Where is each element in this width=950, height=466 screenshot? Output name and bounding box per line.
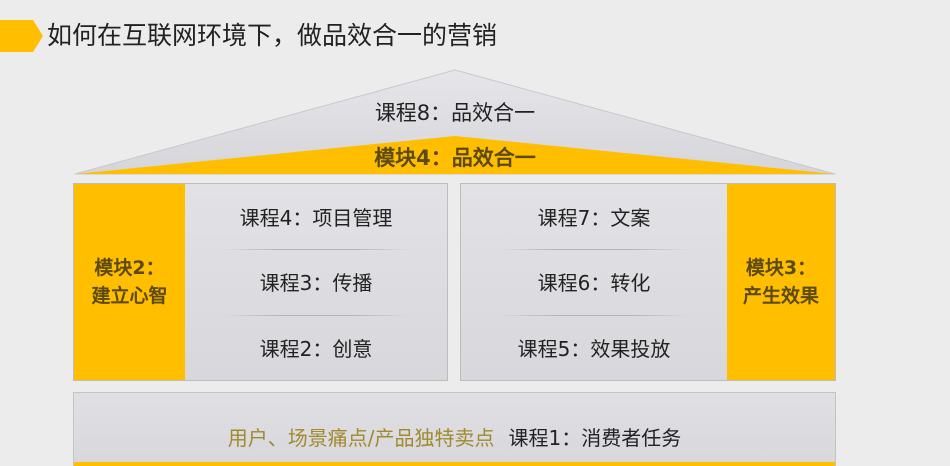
roof-triangle [74, 69, 836, 175]
course-7-item: 课程7：文案 [537, 206, 651, 231]
module-3-label: 模块3： [745, 257, 817, 279]
module4-band [75, 136, 835, 174]
module-2-name: 建立心智 [91, 285, 168, 307]
foundation-block: 用户、场景痛点/产品独特卖点课程1：消费者任务 [73, 392, 836, 466]
course-4-item: 课程4：项目管理 [239, 206, 393, 231]
course-6-item: 课程6：转化 [461, 249, 727, 314]
left-course-list: 课程4：项目管理 课程3：传播 课程2：创意 [185, 184, 447, 380]
foundation-accent-strip [74, 462, 835, 466]
course-3-item: 课程3：传播 [185, 249, 447, 314]
right-pillar: 课程7：文案 课程6：转化 课程5：效果投放 模块3： 产生效果 [460, 183, 836, 381]
right-course-list: 课程7：文案 课程6：转化 课程5：效果投放 [461, 184, 727, 380]
foundation-text: 用户、场景痛点/产品独特卖点课程1：消费者任务 [74, 423, 835, 453]
course-5-item: 课程5：效果投放 [461, 314, 727, 380]
title-arrow-tag [0, 20, 43, 52]
course-8-label: 课程8：品效合一 [374, 101, 536, 125]
page-title: 如何在互联网环境下，做品效合一的营销 [47, 21, 498, 50]
course-1-label: 课程1：消费者任务 [508, 426, 682, 450]
module-3-name: 产生效果 [742, 285, 819, 307]
module-2-box: 模块2： 建立心智 [74, 184, 185, 380]
module-2-label: 模块2： [94, 257, 165, 279]
course-2-item: 课程2：创意 [185, 314, 447, 380]
module-3-box: 模块3： 产生效果 [727, 184, 835, 380]
module-4-label: 模块4：品效合一 [374, 146, 536, 170]
foundation-subtext: 用户、场景痛点/产品独特卖点 [227, 426, 495, 450]
left-pillar: 模块2： 建立心智 课程4：项目管理 课程3：传播 课程2：创意 [73, 183, 448, 381]
